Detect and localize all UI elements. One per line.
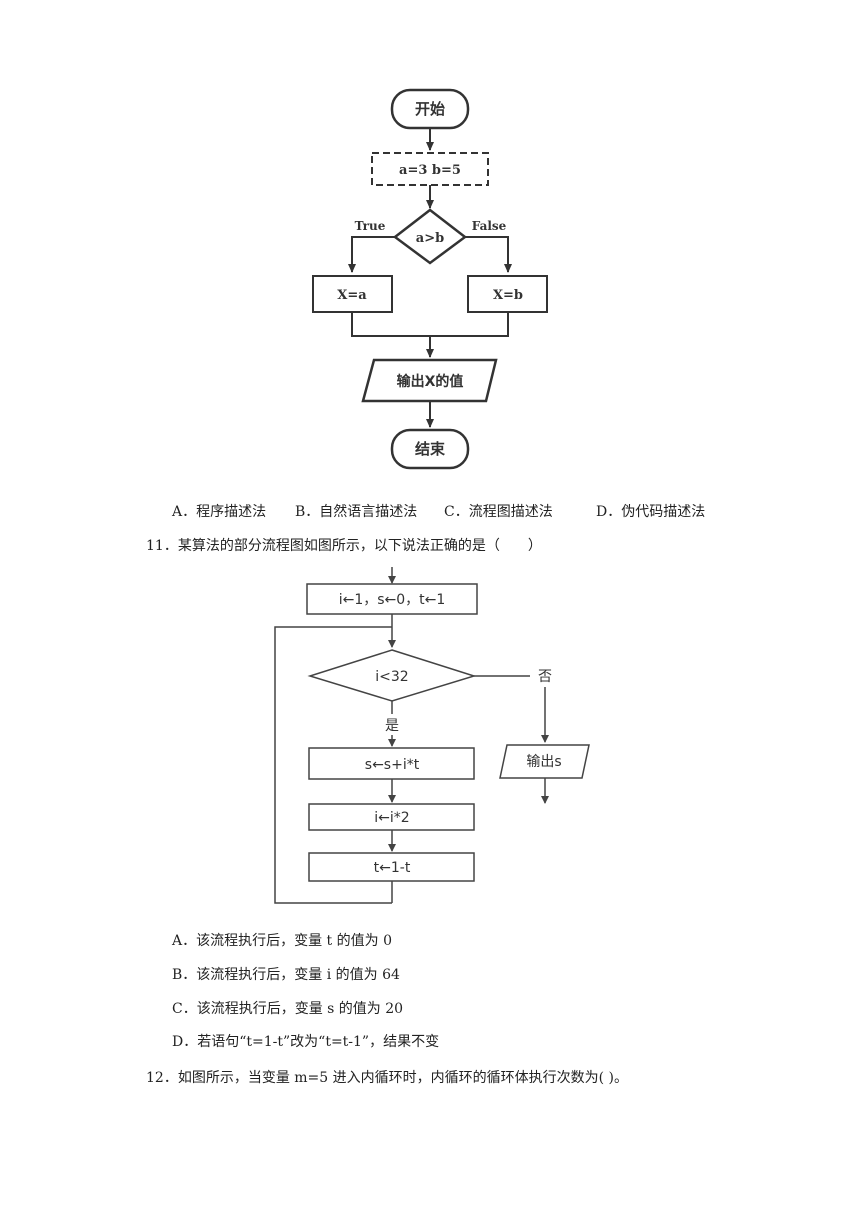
q10-option-a: A．程序描述法	[172, 504, 267, 520]
flowchart-1: 开始 a=3 b=5 a>b True False X=a X=b 输出X的值 …	[312, 88, 548, 470]
output-label: 输出X的值	[397, 373, 464, 390]
true-box-label: X=a	[337, 288, 367, 303]
condition-label: a>b	[416, 231, 444, 246]
true-label: True	[355, 219, 386, 233]
end-label: 结束	[415, 440, 446, 458]
q10-option-b: B．自然语言描述法	[295, 504, 418, 520]
q11-option-c: C．该流程执行后，变量 s 的值为 20	[172, 1001, 404, 1017]
step-box-1	[308, 747, 475, 780]
output-parallelogram-2	[499, 744, 590, 779]
false-box	[467, 275, 548, 313]
q11-option-a: A．该流程执行后，变量 t 的值为 0	[172, 933, 392, 949]
no-label: 否	[538, 669, 552, 685]
false-label: False	[472, 219, 507, 233]
start-label: 开始	[415, 100, 445, 118]
init-label: a=3 b=5	[399, 163, 461, 178]
q11-option-b: B．该流程执行后，变量 i 的值为 64	[172, 967, 400, 983]
output-parallelogram	[361, 358, 498, 403]
output-label-2: 输出s	[526, 754, 561, 770]
init-box-2	[306, 583, 478, 615]
q11-option-d: D．若语句“t=1-t”改为“t=t-1”，结果不变	[172, 1034, 440, 1050]
q10-option-c: C．流程图描述法	[444, 504, 553, 520]
end-terminal	[390, 428, 470, 470]
flowchart-2: i←1，s←0，t←1 i<32 否 输出s 是 s←s+i*t i←i*2 t…	[274, 567, 590, 904]
condition-diamond	[392, 208, 468, 265]
yes-label: 是	[385, 718, 399, 734]
step-label-1: s←s+i*t	[365, 757, 420, 773]
true-box	[312, 275, 393, 313]
init-label-2: i←1，s←0，t←1	[339, 592, 446, 608]
loop-condition-label: i<32	[375, 669, 408, 685]
q10-option-d: D．伪代码描述法	[596, 504, 706, 520]
false-box-label: X=b	[493, 288, 523, 303]
step-label-2: i←i*2	[374, 810, 409, 826]
q11-stem: 11．某算法的部分流程图如图所示，以下说法正确的是（ ）	[146, 538, 542, 554]
step-label-3: t←1-t	[374, 860, 411, 876]
q12-stem: 12．如图所示，当变量 m=5 进入内循环时，内循环的循环体执行次数为( )。	[146, 1070, 629, 1086]
init-box	[371, 152, 489, 186]
step-box-2	[308, 803, 475, 831]
step-box-3	[308, 852, 475, 882]
